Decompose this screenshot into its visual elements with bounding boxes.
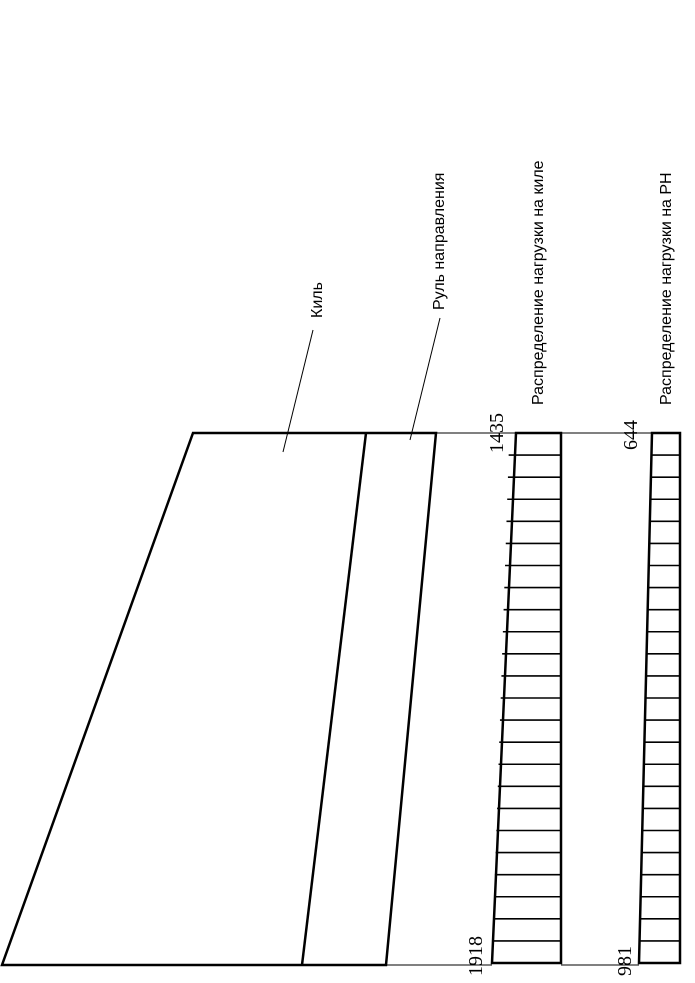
fin-leader-line bbox=[282, 329, 314, 453]
fin-rudder-outline bbox=[0, 431, 438, 967]
rudder-load-outline bbox=[637, 431, 682, 965]
fin-rudder-planform bbox=[0, 431, 438, 967]
rudder-load-title: Распределение нагрузки на РН bbox=[658, 172, 675, 405]
fin-load-title: Распределение нагрузки на киле bbox=[530, 160, 547, 405]
rudder-leader-line bbox=[409, 317, 441, 441]
rudder-load-bottom-value: 981 bbox=[614, 946, 636, 976]
fin-load-top-value: 1435 bbox=[486, 413, 508, 453]
fin-load-hatching bbox=[492, 454, 561, 942]
fin-load-bottom-value: 1918 bbox=[465, 936, 487, 976]
rudder-load-hatching bbox=[639, 454, 680, 942]
rudder-load-top-value: 644 bbox=[620, 420, 642, 450]
fin-load-outline bbox=[490, 431, 563, 965]
hinge-line bbox=[300, 432, 368, 966]
fin-load-band: Распределение нагрузки на киле 1435 1918 bbox=[386, 160, 563, 976]
rudder-load-band: Распределение нагрузки на РН 644 981 bbox=[561, 172, 682, 976]
rudder-label: Руль направления bbox=[431, 173, 448, 310]
fin-label: Киль bbox=[309, 282, 326, 318]
